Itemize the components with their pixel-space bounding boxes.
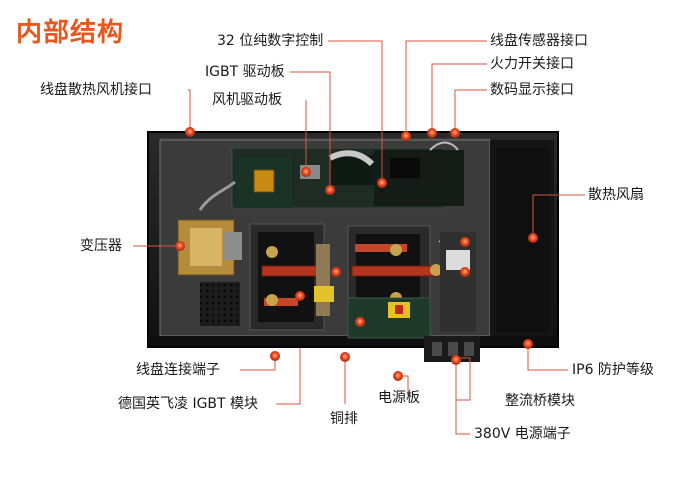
label-fan-driver: 风机驱动板: [212, 92, 282, 108]
power-board: [347, 297, 431, 339]
callout-marker: [331, 267, 341, 277]
cooling-fan-housing: [496, 148, 550, 332]
callout-marker: [460, 267, 470, 277]
callout-marker: [427, 128, 437, 138]
callout-marker: [528, 233, 538, 243]
label-rectifier-module: 整流桥模块: [505, 393, 575, 409]
label-copper-bar: 铜排: [330, 411, 358, 427]
callout-marker: [325, 185, 335, 195]
leader-line: [276, 348, 301, 405]
fan-driver-board: [236, 158, 292, 208]
callout-marker: [340, 352, 350, 362]
callout-marker: [185, 127, 195, 137]
leader-line: [527, 344, 568, 371]
vent-grille: [200, 282, 240, 326]
callout-marker: [393, 371, 403, 381]
callout-marker: [355, 317, 365, 327]
leader-line: [328, 40, 383, 183]
label-cooling-fan: 散热风扇: [588, 187, 644, 203]
leader-line: [290, 71, 331, 190]
igbt-module: [347, 225, 431, 331]
callout-markers: [175, 127, 538, 381]
screw-terminals: [266, 244, 442, 306]
callout-marker: [523, 339, 533, 349]
leader-line: [456, 357, 471, 401]
callout-marker: [301, 167, 311, 177]
igbt-driver-board: [231, 147, 445, 209]
leader-line: [455, 360, 470, 435]
label-power-board: 电源板: [378, 390, 420, 406]
label-igbt-driver: IGBT 驱动板: [205, 64, 285, 80]
leader-line: [454, 89, 487, 133]
callout-marker: [270, 351, 280, 361]
leader-line: [405, 40, 487, 136]
label-cpu-32bit: 32 位纯数字控制: [217, 33, 324, 49]
callout-marker: [401, 131, 411, 141]
label-ip6-rating: IP6 防护等级: [572, 362, 654, 378]
leader-line: [240, 356, 276, 371]
power-terminal-block: [424, 336, 480, 362]
igbt-module: [249, 223, 325, 331]
diagram-title: 内部结构: [16, 18, 125, 48]
callout-marker: [295, 291, 305, 301]
copper-bar: [261, 244, 441, 316]
label-fire-switch-port: 火力开关接口: [490, 56, 574, 72]
rectifier-module: [440, 232, 476, 332]
label-coil-fan-port: 线盘散热风机接口: [40, 82, 152, 98]
callout-marker: [460, 237, 470, 247]
leader-line: [431, 63, 487, 133]
label-igbt-module: 德国英飞凌 IGBT 模块: [118, 396, 259, 412]
label-power-terminal-380v: 380V 电源端子: [474, 426, 571, 442]
main-cpu-board: [374, 150, 464, 206]
callout-marker: [451, 355, 461, 365]
label-coil-terminal: 线盘连接端子: [136, 362, 220, 378]
label-coil-sensor-port: 线盘传感器接口: [490, 33, 588, 49]
callout-marker: [377, 178, 387, 188]
callout-marker: [175, 241, 185, 251]
leader-line: [188, 89, 191, 130]
callout-marker: [450, 128, 460, 138]
label-transformer: 变压器: [80, 238, 122, 254]
label-digital-display-port: 数码显示接口: [490, 82, 574, 98]
wiring-bundle: [198, 141, 459, 306]
transformer: [177, 219, 242, 276]
enclosure: [147, 131, 559, 348]
leader-line: [532, 194, 585, 238]
